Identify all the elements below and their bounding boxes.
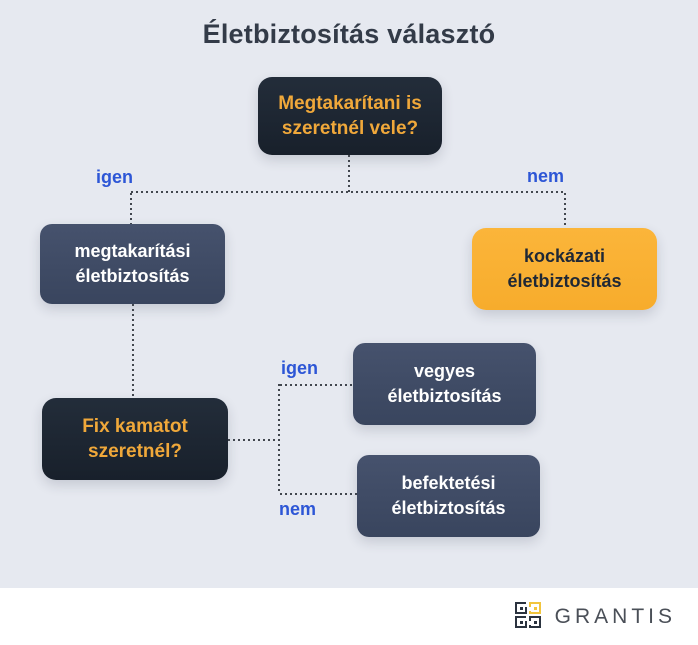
grantis-logo-icon	[514, 601, 542, 633]
brand-name: GRANTIS	[554, 604, 676, 628]
connector-q2-branch	[278, 384, 280, 494]
node-kockazati-line1: kockázati	[523, 246, 606, 266]
edge-label-q1-no: nem	[527, 166, 565, 186]
node-outcome-vegyes: vegyes életbiztosítás	[353, 343, 536, 425]
edge-label-q2-no: nem	[279, 499, 317, 519]
node-question-fixed-rate: Fix kamatot szeretnél?	[42, 398, 228, 480]
connector-q2-no-right	[280, 493, 357, 495]
connector-q2-yes-right	[280, 384, 353, 386]
node-question-savings-line2: szeretnél vele?	[281, 118, 419, 139]
node-vegyes-line2: életbiztosítás	[387, 386, 502, 406]
node-outcome-megtakaritasi: megtakarítási életbiztosítás	[40, 224, 225, 304]
edge-label-q2-yes: igen	[281, 358, 319, 378]
connector-q2-right	[228, 439, 280, 441]
node-question-savings-line1: Megtakarítani is	[278, 93, 422, 114]
node-outcome-kockazati: kockázati életbiztosítás	[472, 228, 657, 310]
node-befektetesi-line1: befektetési	[401, 473, 496, 493]
connector-q1-branch	[131, 191, 566, 193]
node-outcome-befektetesi: befektetési életbiztosítás	[357, 455, 540, 537]
edge-label-q1-yes: igen	[96, 167, 134, 187]
page-title: Életbiztosítás választó	[202, 19, 496, 49]
footer: GRANTIS	[0, 588, 698, 645]
connector-q1-yes-down	[130, 193, 132, 224]
node-question-fixed-rate-line2: szeretnél?	[88, 441, 182, 462]
node-question-savings: Megtakarítani is szeretnél vele?	[258, 77, 442, 155]
connector-q1-down	[348, 155, 350, 193]
connector-megtak-to-q2	[132, 304, 134, 398]
connector-q1-no-down	[564, 193, 566, 228]
brand-logo: GRANTIS	[514, 601, 676, 633]
node-megtakaritasi-line2: életbiztosítás	[75, 266, 190, 286]
node-vegyes-line1: vegyes	[413, 361, 476, 381]
node-megtakaritasi-line1: megtakarítási	[74, 241, 191, 261]
node-befektetesi-line2: életbiztosítás	[391, 498, 506, 518]
node-question-fixed-rate-line1: Fix kamatot	[82, 416, 188, 437]
node-kockazati-line2: életbiztosítás	[507, 271, 622, 291]
